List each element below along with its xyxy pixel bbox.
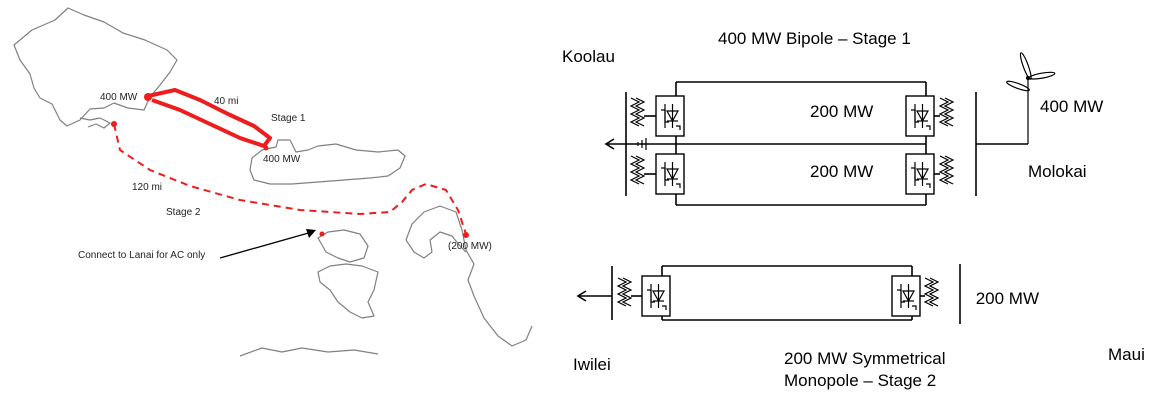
oahu-bay [79, 117, 111, 129]
oahu-coastline [13, 7, 178, 127]
kahoolawe-coastline [317, 263, 379, 319]
maui-power-label: (200 MW) [448, 241, 492, 252]
molokai-converter-lower [905, 153, 935, 195]
ground-icon [637, 138, 647, 150]
koolau-converter-upper [655, 95, 685, 137]
koolau-label: Koolau [562, 47, 615, 66]
koolau-ac-arrow [604, 138, 615, 150]
bottom-coastline [239, 347, 379, 357]
island-map: 400 MW 40 mi Stage 1 400 MW 120 mi Stage… [13, 7, 533, 357]
molokai-terminal-dot [263, 145, 269, 151]
wind-turbine-icon [1006, 52, 1056, 144]
maui-terminal-dot [463, 232, 469, 238]
oahu-power-label: 400 MW [100, 92, 138, 103]
molokai-label: Molokai [1028, 162, 1087, 181]
bipole-schematic: 400 MW Bipole – Stage 1 Koolau Molokai 2… [562, 29, 1103, 206]
lanai-tap-dot [319, 231, 325, 237]
lanai-note: Connect to Lanai for AC only [78, 250, 205, 261]
oahu-terminal-dot [144, 93, 152, 101]
lanai-arrow [219, 231, 313, 259]
kahe-terminal-dot [111, 121, 117, 127]
bipole-title: 400 MW Bipole – Stage 1 [718, 29, 911, 48]
stage2-cable [113, 123, 467, 235]
pole-lower-power: 200 MW [810, 162, 873, 181]
molokai-converter-upper [905, 95, 935, 137]
molokai-transformer-upper [939, 97, 954, 127]
iwilei-ac-arrow [576, 290, 587, 302]
molokai-power-label: 400 MW [263, 154, 301, 165]
iwilei-label: Iwilei [573, 355, 611, 374]
lanai-arrowhead [306, 229, 316, 238]
maui-converter [891, 275, 921, 317]
stage1-label: Stage 1 [271, 113, 306, 124]
stage2-label: Stage 2 [166, 207, 201, 218]
monopole-title-line1: 200 MW Symmetrical [784, 349, 946, 368]
monopole-title-line2: Monopole – Stage 2 [784, 371, 936, 390]
pole-upper-power: 200 MW [810, 102, 873, 121]
wind-power-label: 400 MW [1040, 97, 1103, 116]
stage2-distance-label: 120 mi [132, 182, 162, 193]
maui-coastline [405, 205, 533, 347]
koolau-transformer-lower [630, 155, 645, 185]
molokai-transformer-lower [939, 155, 954, 185]
maui-label: Maui [1108, 345, 1145, 364]
lanai-coastline [317, 229, 369, 263]
koolau-converter-lower [655, 153, 685, 195]
koolau-transformer-upper [630, 97, 645, 127]
monopole-power: 200 MW [976, 289, 1039, 308]
stage1-cable [147, 88, 272, 148]
molokai-coastline [249, 139, 406, 185]
iwilei-transformer [617, 277, 632, 307]
monopole-schematic: 200 MW Iwilei Maui 200 MW Symmetrical Mo… [573, 264, 1145, 390]
maui-transformer [924, 277, 939, 307]
stage1-distance-label: 40 mi [214, 96, 238, 107]
iwilei-converter [641, 275, 671, 317]
